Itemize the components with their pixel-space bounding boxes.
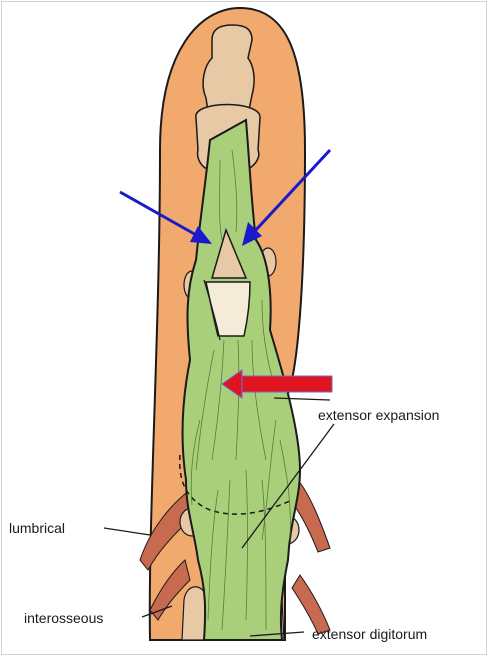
figure-border	[1, 1, 487, 655]
